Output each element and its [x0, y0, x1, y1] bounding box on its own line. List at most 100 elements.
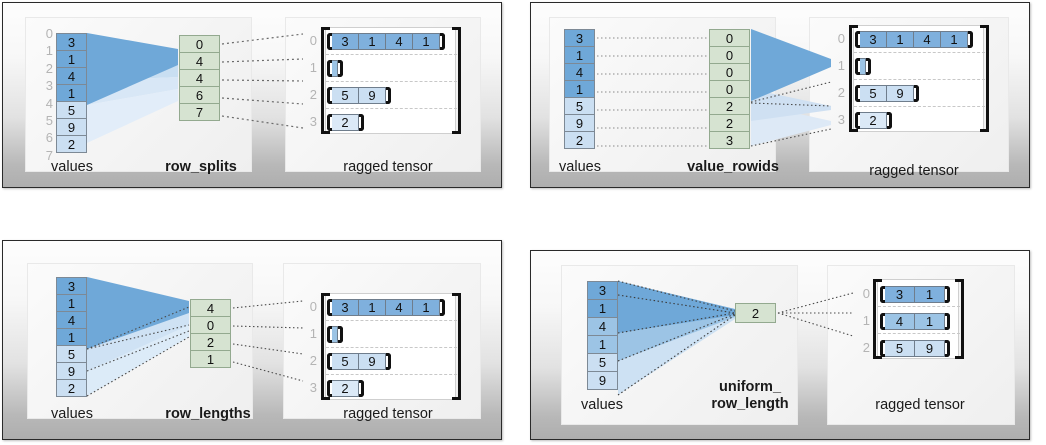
tensor-cell-empty [332, 326, 338, 343]
encoding-cell: 4 [190, 299, 231, 317]
row-open-bracket [880, 313, 885, 330]
panel-value-rowids: 3 1 4 1 5 9 2 0 0 0 0 2 2 3 [530, 2, 1030, 188]
tensor-cell: 1 [915, 313, 945, 330]
tensor-cell: 4 [914, 31, 941, 48]
row-close-bracket [945, 340, 950, 357]
value-cell: 1 [587, 335, 618, 354]
tensor-cell: 2 [332, 380, 359, 397]
tensor-open-bracket [321, 27, 330, 134]
row-close-bracket [945, 313, 950, 330]
value-cell: 1 [564, 46, 595, 64]
tensor-cell: 2 [332, 114, 359, 131]
row-open-bracket [327, 33, 332, 50]
row-close-bracket [386, 87, 391, 104]
tensor-cell: 1 [413, 299, 440, 316]
value-cell: 2 [56, 135, 87, 153]
tensor-cell: 9 [359, 87, 386, 104]
encoding-cell: 4 [179, 69, 220, 87]
row-close-bracket [359, 114, 364, 131]
value-cell: 1 [56, 294, 87, 312]
value-cell: 1 [587, 299, 618, 318]
tensor-row [327, 60, 343, 77]
row-open-bracket [855, 112, 860, 129]
encoding-cell: 2 [735, 303, 776, 323]
tensor-close-bracket [955, 279, 964, 359]
value-cell: 9 [56, 362, 87, 380]
tensor-cell: 9 [915, 340, 945, 357]
tensor-close-bracket [980, 25, 989, 132]
value-cell: 2 [564, 131, 595, 149]
row-open-bracket [327, 299, 332, 316]
row-close-bracket [359, 380, 364, 397]
value-cell: 5 [56, 101, 87, 119]
encoding-cell: 2 [709, 114, 750, 132]
tensor-row [327, 326, 343, 343]
values-label: values [51, 406, 93, 422]
row-open-bracket [327, 60, 332, 77]
row-open-bracket [327, 87, 332, 104]
row-close-bracket [968, 31, 973, 48]
tensor-cell: 3 [332, 299, 359, 316]
tensor-row [855, 58, 871, 75]
values-label: values [559, 159, 601, 175]
row-close-bracket [338, 60, 343, 77]
row-close-bracket [338, 326, 343, 343]
row-open-bracket [880, 286, 885, 303]
tensor-cell: 1 [359, 33, 386, 50]
tensor-cell: 1 [915, 286, 945, 303]
row-close-bracket [866, 58, 871, 75]
values-column-uniform-row-length: 3 1 4 1 5 9 [587, 281, 618, 390]
encoding-cell: 0 [709, 29, 750, 47]
tensor-label: ragged tensor [343, 406, 433, 422]
tensor-cell: 9 [887, 85, 914, 102]
tensor-cell-empty [332, 60, 338, 77]
encoding-label: row_splits [165, 159, 237, 175]
tensor-cell: 5 [332, 353, 359, 370]
tensor-row: 3 1 4 1 [327, 33, 445, 50]
tensor-cell: 3 [332, 33, 359, 50]
tensor-open-bracket [849, 25, 858, 132]
encoding-label: row_lengths [165, 406, 251, 422]
tensor-row: 5 9 [327, 87, 391, 104]
value-cell: 4 [587, 317, 618, 336]
value-cell: 3 [564, 29, 595, 47]
tensor-row: 5 9 [327, 353, 391, 370]
tensor-cell: 1 [887, 31, 914, 48]
row-close-bracket [386, 353, 391, 370]
tensor-open-bracket [873, 279, 882, 359]
tensor-open-bracket [321, 293, 330, 400]
value-cell: 9 [56, 118, 87, 136]
tensor-row: 3 1 4 1 [327, 299, 445, 316]
encoding-cell: 1 [190, 350, 231, 368]
row-open-bracket [880, 340, 885, 357]
row-open-bracket [327, 353, 332, 370]
value-cell: 5 [564, 97, 595, 115]
encoding-cell: 0 [709, 46, 750, 64]
tensor-close-bracket [452, 27, 461, 134]
value-cell: 5 [56, 345, 87, 363]
tensor-row: 3 1 4 1 [855, 31, 973, 48]
tensor-cell: 5 [885, 340, 915, 357]
value-cell: 3 [587, 281, 618, 300]
encoding-cell: 4 [179, 52, 220, 70]
tensor-row: 2 [855, 112, 892, 129]
tensor-row: 2 [327, 114, 364, 131]
tensor-cell-empty [860, 58, 866, 75]
encoding-cell: 7 [179, 103, 220, 121]
value-cell: 9 [564, 114, 595, 132]
tensor-label: ragged tensor [869, 163, 959, 179]
encoding-column-uniform-row-length: 2 [735, 303, 776, 323]
value-cell: 2 [56, 379, 87, 397]
row-close-bracket [440, 299, 445, 316]
encoding-label: uniform_ row_length [711, 379, 789, 412]
tensor-row: 4 1 [880, 313, 950, 330]
tensor-cell: 1 [359, 299, 386, 316]
encoding-cell: 0 [190, 316, 231, 334]
encoding-cell: 2 [190, 333, 231, 351]
encoding-cell: 0 [709, 80, 750, 98]
encoding-cell: 2 [709, 97, 750, 115]
tensor-cell: 9 [359, 353, 386, 370]
